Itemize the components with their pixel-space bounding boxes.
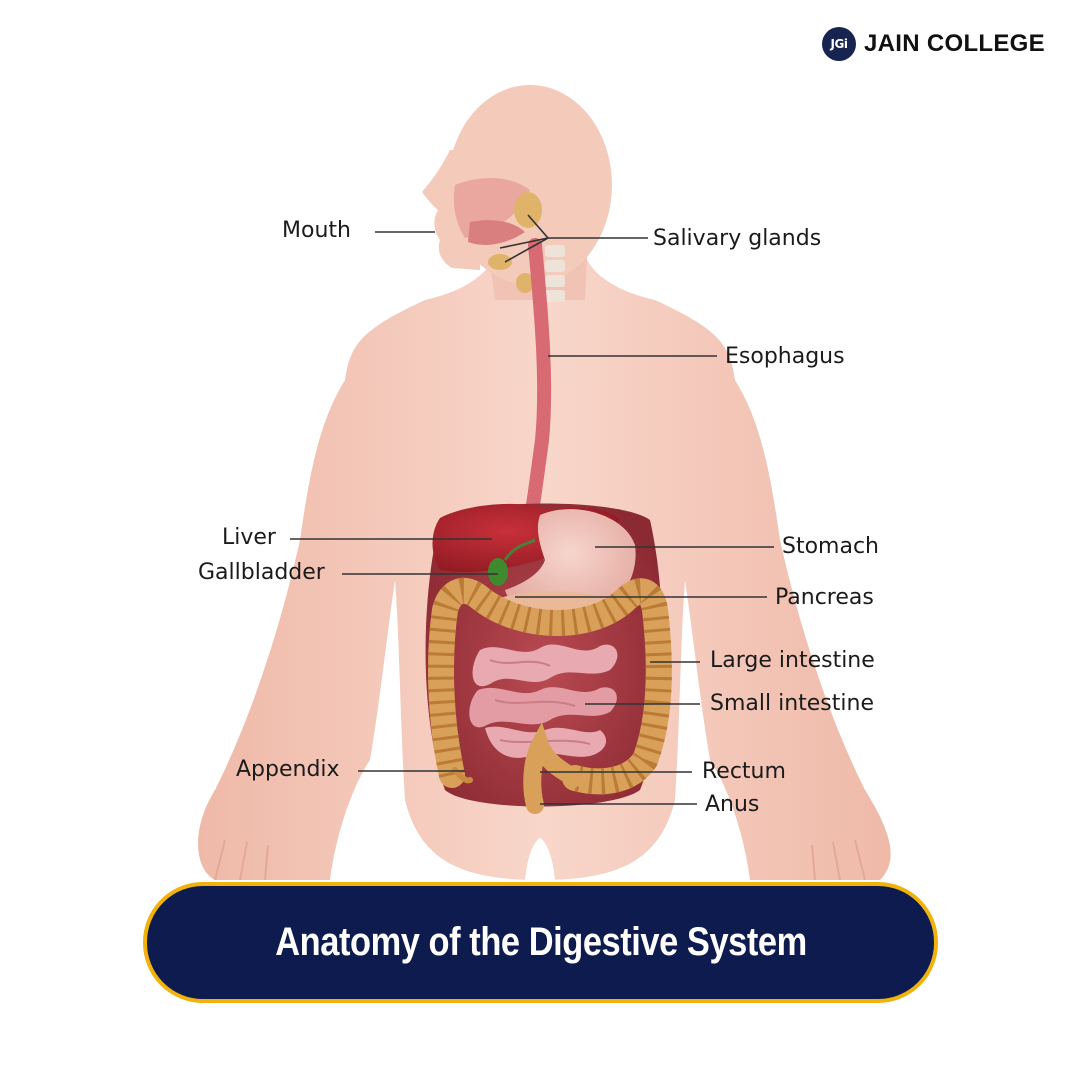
leader-salivary-branch-3 (527, 214, 549, 239)
salivary-glands (488, 192, 542, 293)
gallbladder (488, 538, 536, 586)
label-anus: Anus (705, 792, 760, 817)
page-title: Anatomy of the Digestive System (274, 920, 807, 964)
small-intestine (469, 644, 618, 758)
label-large-intestine: Large intestine (710, 648, 875, 673)
label-pancreas: Pancreas (775, 585, 874, 610)
label-liver: Liver (222, 525, 276, 550)
leader-salivary-branch-2 (504, 237, 549, 263)
brand-logo: JGi JAIN COLLEGE (822, 27, 1045, 61)
spine-vertebrae (545, 245, 565, 302)
title-banner: Anatomy of the Digestive System (143, 882, 938, 1003)
label-stomach: Stomach (782, 534, 880, 559)
brand-name: JAIN COLLEGE (864, 30, 1045, 57)
label-appendix: Appendix (236, 757, 340, 782)
label-mouth: Mouth (282, 218, 351, 243)
rectum (523, 722, 584, 814)
esophagus (523, 238, 552, 532)
leader-lines (290, 214, 774, 805)
brand-badge-icon: JGi (822, 27, 856, 61)
label-esophagus: Esophagus (725, 344, 845, 369)
large-intestine-haustra (427, 577, 672, 795)
leader-salivary-branch-1 (499, 237, 549, 249)
label-gallbladder: Gallbladder (198, 560, 325, 585)
label-small-intestine: Small intestine (710, 691, 874, 716)
mouth-cavity (453, 178, 530, 245)
label-rectum: Rectum (702, 759, 786, 784)
label-salivary-glands: Salivary glands (653, 226, 822, 251)
